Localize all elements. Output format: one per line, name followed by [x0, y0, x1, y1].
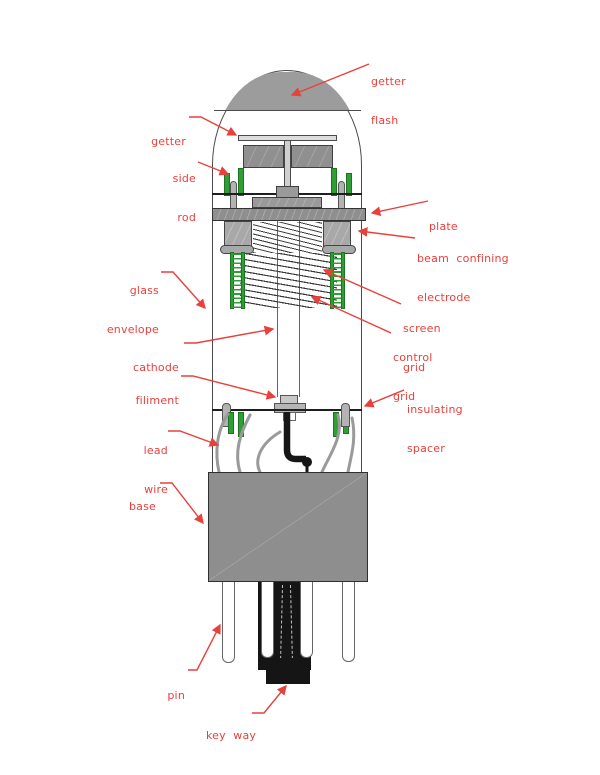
key-dashed-line — [289, 585, 294, 664]
label-line: base — [128, 500, 156, 513]
grid-rungs — [232, 253, 243, 308]
label-line: insulating — [407, 403, 463, 416]
side-rod-left-inner — [238, 168, 244, 196]
label-filiment: filiment — [136, 368, 179, 433]
control-grid-winding — [240, 253, 337, 308]
label-line: spacer — [407, 442, 445, 455]
pin-1 — [222, 582, 235, 663]
label-line: screen — [403, 322, 441, 335]
screen-grid-rod-left — [230, 252, 245, 309]
arrow-beam-electrode — [357, 227, 416, 239]
label-line: electrode — [417, 291, 471, 304]
getter-flash-fill — [214, 72, 361, 110]
key-dashed-line — [279, 585, 284, 664]
arrow-lead-wire — [168, 430, 220, 447]
label-control-grid: control grid — [393, 325, 433, 429]
spacer-pin-left-1 — [228, 412, 234, 434]
label-line: filiment — [135, 394, 179, 407]
getter-shield-right — [291, 145, 333, 168]
spacer-post-right — [341, 403, 350, 427]
grid-rail-icon — [341, 252, 345, 309]
label-line: control — [393, 351, 433, 364]
label-line: beam confining — [417, 252, 509, 265]
side-rod-right-inner — [331, 168, 337, 196]
label-line: pin — [167, 689, 185, 702]
arrow-plate — [370, 200, 429, 217]
label-line: grid — [393, 390, 416, 403]
label-line: key way — [206, 729, 257, 742]
label-beam-confining-electrode: beam confining electrode — [417, 226, 509, 330]
label-line: flash — [371, 114, 399, 127]
label-line: grid — [403, 361, 426, 374]
key-way-tip — [266, 658, 310, 684]
label-line: lead — [143, 444, 168, 457]
label-lead-wire: lead wire — [144, 418, 168, 522]
label-line: rod — [177, 211, 196, 224]
label-line: plate — [429, 220, 458, 233]
getter-support-bar — [238, 135, 337, 141]
plate-upper-block — [252, 197, 322, 208]
label-line: getter — [371, 75, 406, 88]
filament-stub — [283, 412, 296, 421]
label-pin: pin — [167, 663, 185, 728]
pin-3 — [300, 582, 313, 658]
spacer-pin-left-2 — [238, 412, 244, 437]
plate — [212, 208, 366, 221]
getter-shield-left — [243, 145, 284, 168]
side-rod-right-outer — [346, 173, 352, 196]
label-line: getter — [151, 135, 186, 148]
label-plate: plate — [429, 194, 458, 259]
arrow-pin — [188, 623, 221, 671]
screen-grid-rod-right — [330, 252, 345, 309]
spacer-pin-right-1 — [333, 412, 339, 437]
pin-4 — [342, 582, 355, 662]
label-screen-grid: screen grid — [403, 296, 441, 400]
grid-rail-icon — [241, 252, 245, 309]
beam-electrode-left — [224, 221, 252, 247]
label-line: envelope — [106, 323, 159, 336]
label-cathode: cathode — [133, 335, 179, 400]
base — [208, 472, 368, 582]
label-getter: getter — [151, 109, 186, 174]
label-line: cathode — [133, 361, 179, 374]
label-getter-flash: getter flash — [371, 49, 406, 153]
label-side-rod: side rod — [173, 146, 196, 250]
label-line: side — [172, 172, 196, 185]
center-support-rod — [284, 141, 291, 190]
mica-spacer-bottom — [212, 409, 362, 411]
label-line: wire — [144, 483, 168, 496]
label-key-way: key way — [206, 703, 256, 768]
label-glass-envelope: glass envelope — [107, 258, 159, 362]
label-base: base — [129, 474, 156, 539]
screen-grid-winding — [253, 222, 322, 253]
getter-flash-region — [214, 71, 361, 111]
beam-electrode-right — [323, 221, 351, 247]
label-line: glass — [129, 284, 159, 297]
arrow-glass-envelope — [161, 271, 206, 310]
label-insulating-spacer: insulating spacer — [407, 377, 463, 481]
arrow-key-way — [252, 684, 287, 714]
pin-2 — [261, 582, 274, 658]
